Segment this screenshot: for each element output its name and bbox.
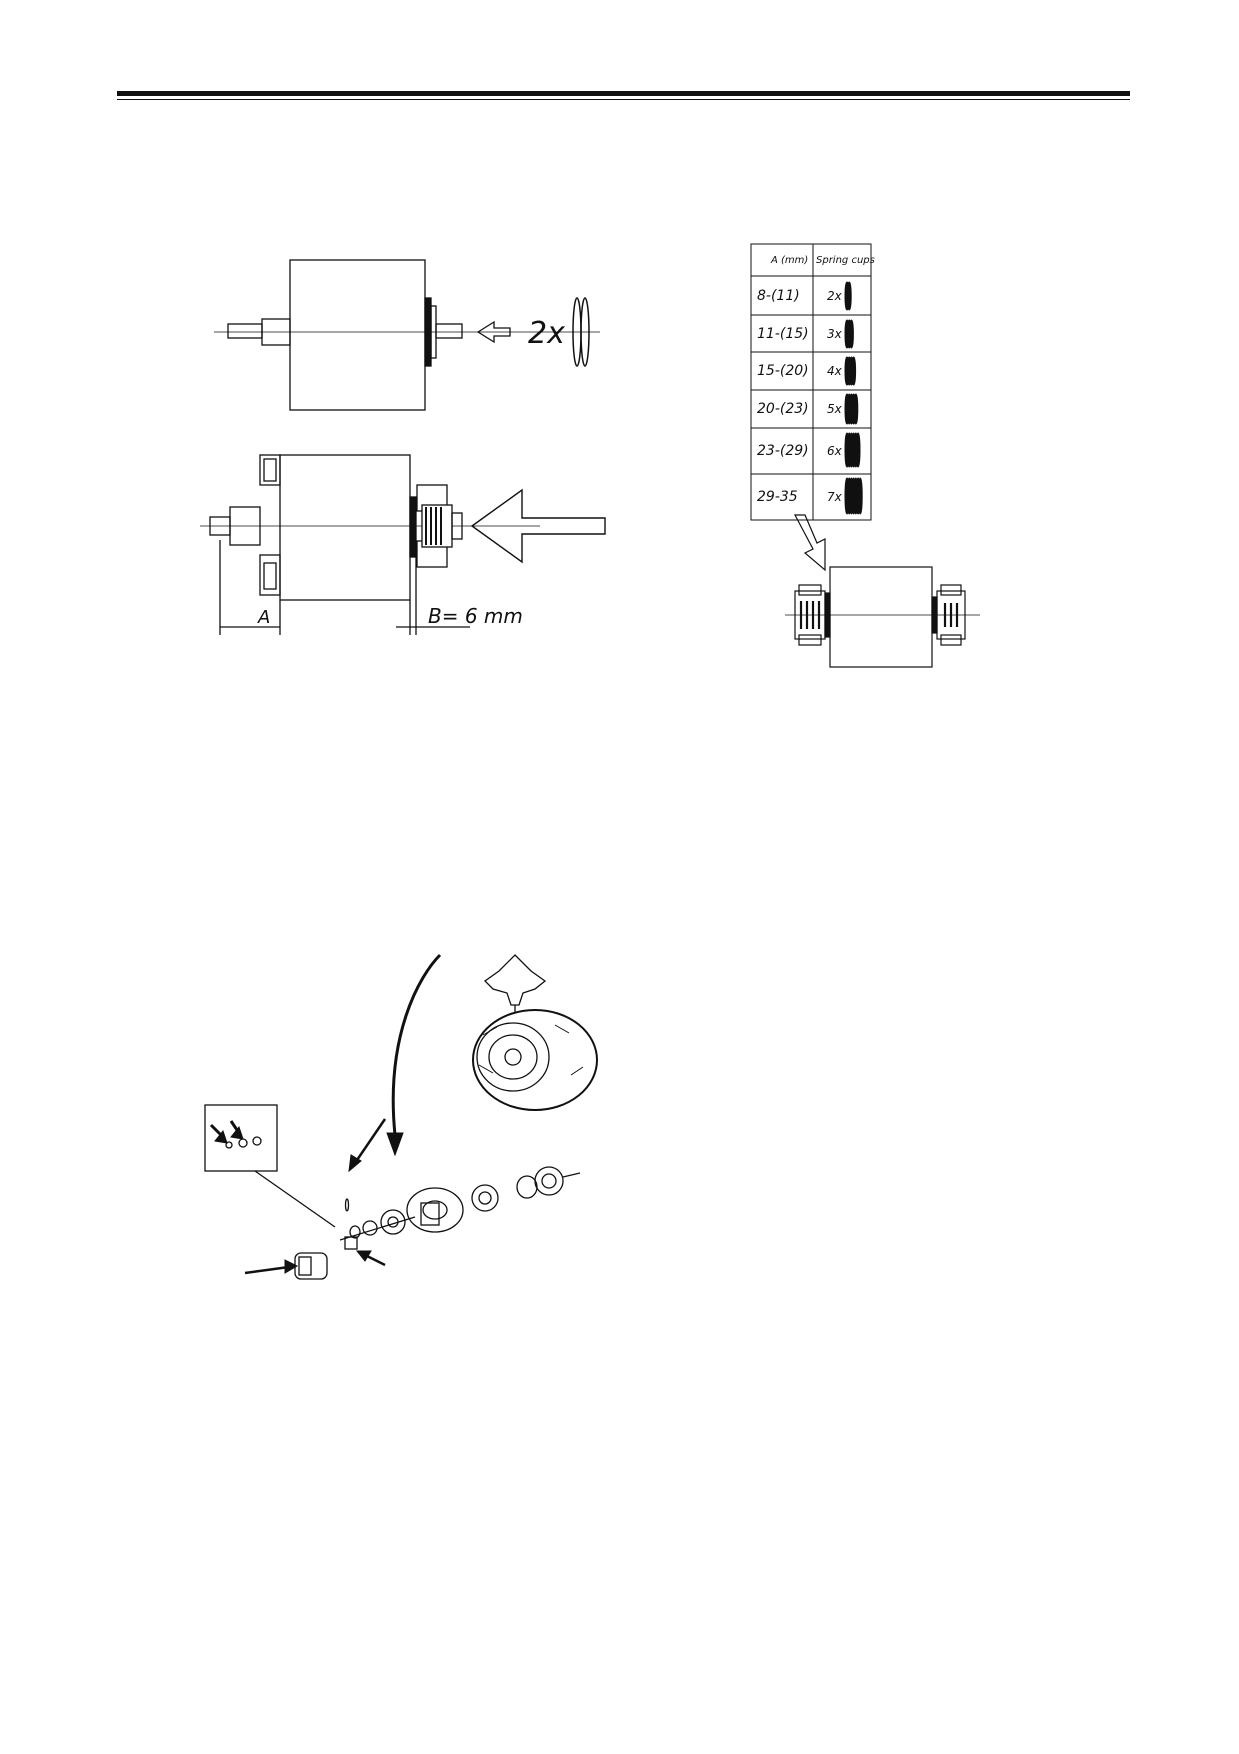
figure-hub-both-sides	[785, 514, 980, 668]
dim-a-label: A	[257, 607, 270, 628]
table-count: 6x	[827, 444, 843, 458]
spring-cup-pair-icon	[572, 297, 590, 367]
figure-wheel-hub-exploded	[204, 953, 598, 1280]
table-range: 29-35	[757, 489, 798, 505]
spring-cup-stacks	[844, 281, 863, 515]
spring-cup-icon	[853, 393, 859, 425]
table-count: 2x	[827, 289, 843, 303]
table-count: 3x	[827, 327, 843, 341]
spring-cup-icon	[846, 281, 852, 311]
figure-hub-press: A B= 6 mm	[200, 454, 606, 635]
table-range: 15-(20)	[757, 363, 809, 379]
table-range: 11-(15)	[757, 326, 809, 342]
table-count: 7x	[827, 490, 843, 504]
header-rule-thick	[117, 91, 1130, 96]
count-label: 2x	[528, 316, 565, 351]
dim-b-label: B= 6 mm	[428, 604, 523, 628]
table-header-a: A (mm)	[770, 255, 808, 266]
table-range: 23-(29)	[757, 443, 809, 459]
table-range: 8-(11)	[757, 288, 800, 304]
hollow-arrow-down-icon	[794, 514, 826, 572]
big-arrow-left-icon	[470, 488, 606, 564]
header-rule-thin	[117, 99, 1130, 100]
figure-hub-spring-cups: 2x	[214, 259, 600, 411]
spring-cup-icon	[851, 356, 857, 386]
table-header-cups: Spring cups	[816, 255, 875, 266]
spring-cup-table: A (mm) Spring cups 8-(11) 2x 11-(15) 3x …	[750, 243, 875, 521]
black-arrow-icon	[209, 953, 442, 1275]
table-count: 4x	[827, 364, 843, 378]
arrow-left-icon	[476, 320, 511, 344]
spring-cup-icon	[857, 477, 863, 515]
spring-cup-icon	[855, 432, 861, 468]
spring-cup-icon	[848, 319, 854, 349]
table-count: 5x	[827, 402, 843, 416]
table-range: 20-(23)	[757, 401, 809, 417]
